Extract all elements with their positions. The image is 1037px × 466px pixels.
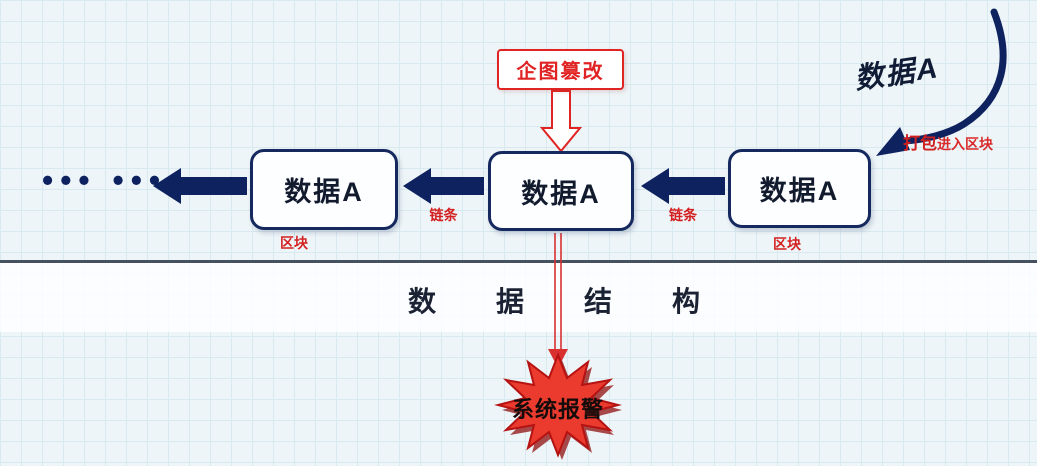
title-band [0,262,1037,332]
block-tag-right: 区块 [773,236,801,252]
pack-label-bold: 打包 [903,134,937,153]
chain-label-left: 链条 [429,207,458,223]
alarm-arrowhead-icon [548,349,568,368]
pack-into-block-label: 打包进入区块 [903,129,993,154]
data-block-right-label: 数据A [759,176,840,206]
block-tag-left: 区块 [280,235,308,251]
pack-label-rest: 进入区块 [937,136,993,152]
ellipsis-dots: ••• ••• [42,162,168,198]
alarm-label: 系统报警 [511,397,604,422]
incoming-data-label: 数据A [852,52,942,96]
divider-line [0,260,1037,263]
data-block-right: 数据A [728,149,871,228]
section-title: 数据结构 [408,286,761,317]
data-block-left-label: 数据A [284,177,364,207]
tamper-arrow-icon [539,90,583,153]
data-block-middle: 数据A [488,151,634,231]
tamper-label: 企图篡改 [516,61,605,83]
chain-arrow-left-icon [403,168,484,204]
data-block-left: 数据A [250,149,398,230]
chain-label-right: 链条 [669,207,697,223]
tamper-callout-box: 企图篡改 [497,49,624,90]
chain-arrow-right-icon [641,168,725,204]
data-block-middle-label: 数据A [521,178,601,209]
